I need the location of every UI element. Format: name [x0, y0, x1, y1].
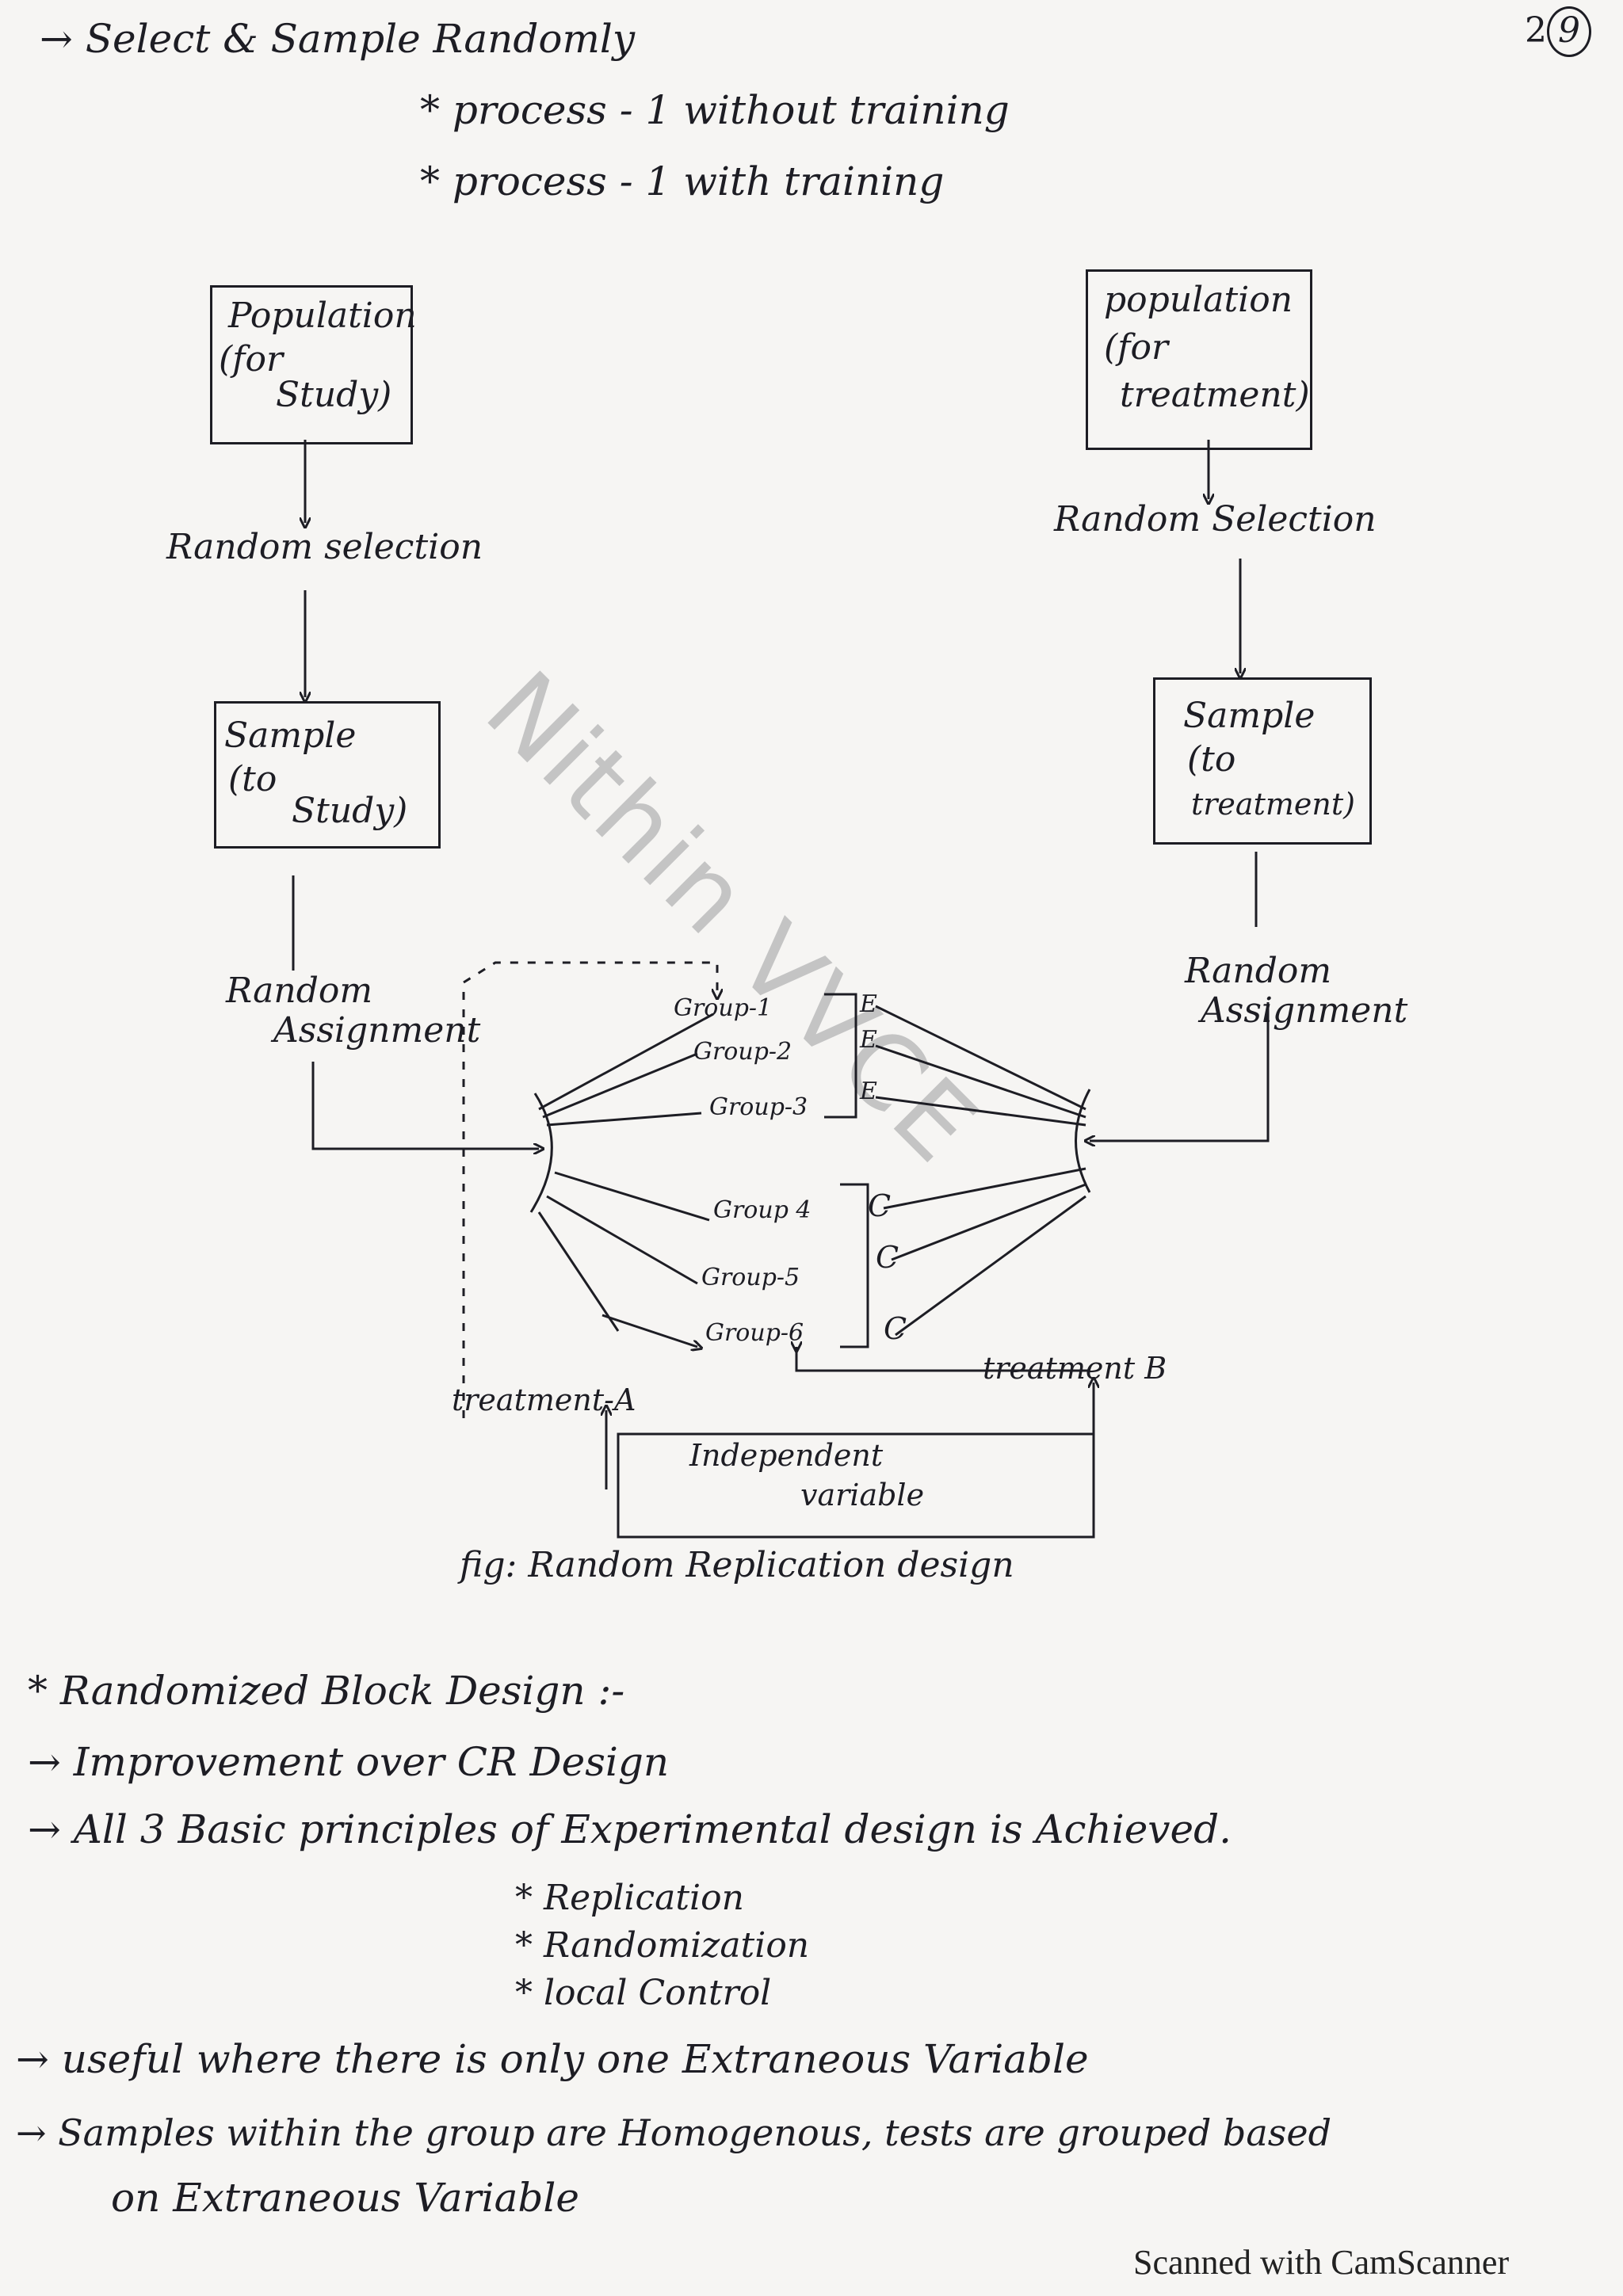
population-box-right: population (for treatment) — [1086, 269, 1312, 450]
random-assignment-left-line1: Random — [226, 971, 373, 1011]
random-assignment-right-line1: Random — [1185, 951, 1332, 991]
sample-right-line1: Sample — [1183, 696, 1316, 736]
population-left-line3: Study) — [276, 375, 392, 415]
notes-point-4a: → Samples within the group are Homogenou… — [16, 2111, 1332, 2154]
independent-variable-line1: Independent — [689, 1438, 884, 1473]
page-number-circle: 9 — [1547, 6, 1591, 57]
fan-right-c1 — [883, 1167, 1086, 1210]
sample-left-line2: (to — [228, 759, 277, 799]
fan-left-g5 — [546, 1195, 698, 1285]
treatment-b-connector — [796, 1347, 1090, 1372]
arrow-assignment-to-hub-right — [1090, 1002, 1270, 1141]
notes-heading: * Randomized Block Design :- — [28, 1668, 625, 1714]
group-tag-4: C — [868, 1188, 892, 1223]
fan-left-g1 — [538, 1013, 714, 1111]
random-selection-right: Random Selection — [1054, 499, 1377, 540]
random-selection-left: Random selection — [166, 527, 483, 567]
notes-point-3: → useful where there is only one Extrane… — [16, 2036, 1089, 2082]
notes-point-1: → Improvement over CR Design — [28, 1739, 670, 1785]
fan-right-c2 — [891, 1183, 1086, 1261]
sample-left-line3: Study) — [292, 791, 408, 831]
sample-left-line1: Sample — [224, 715, 357, 756]
group-2: Group-2 — [693, 1038, 792, 1066]
notes-point-2: → All 3 Basic principles of Experimental… — [28, 1806, 1232, 1852]
arrow-assignment-to-hub-left — [311, 1062, 539, 1149]
header-line-1: → Select & Sample Randomly — [40, 16, 636, 62]
scanner-footer: Scanned with CamScanner — [1133, 2243, 1510, 2282]
header-line-2: * process - 1 without training — [420, 87, 1010, 133]
independent-variable-line2: variable — [800, 1478, 925, 1512]
group-1: Group-1 — [674, 994, 773, 1022]
principle-2: * Randomization — [515, 1925, 810, 1966]
treatment-b-label: treatment B — [983, 1351, 1167, 1386]
group-4: Group 4 — [713, 1196, 812, 1224]
random-assignment-left-line2: Assignment — [273, 1010, 481, 1051]
group-tag-3: E — [860, 1077, 877, 1105]
fan-left-g2 — [542, 1052, 698, 1119]
figure-caption: fig: Random Replication design — [460, 1545, 1014, 1585]
population-left-line1: Population — [228, 296, 417, 336]
treatment-a-label: treatment-A — [452, 1383, 636, 1417]
fan-left-g4 — [554, 1171, 710, 1222]
population-right-line1: population — [1104, 280, 1293, 320]
fan-left-g6a — [537, 1211, 620, 1332]
group-6: Group-6 — [705, 1319, 804, 1347]
header-line-3: * process - 1 with training — [420, 158, 945, 204]
fan-left-g3 — [546, 1112, 702, 1127]
group-3: Group-3 — [709, 1093, 808, 1121]
page-number-prefix: 2 — [1525, 10, 1547, 51]
population-left-line2: (for — [219, 339, 283, 379]
fan-right-e3 — [875, 1096, 1086, 1127]
random-assignment-right-line2: Assignment — [1201, 990, 1408, 1031]
bracket-e — [824, 993, 857, 1119]
hub-right — [1075, 1089, 1091, 1193]
group-5: Group-5 — [701, 1264, 800, 1291]
fan-left-g6b — [601, 1314, 697, 1347]
bracket-c — [840, 1183, 869, 1348]
sample-right-line3: treatment) — [1191, 787, 1355, 822]
sample-box-left: Sample (to Study) — [214, 701, 441, 849]
fan-right-e2 — [875, 1044, 1086, 1119]
group-tag-1: E — [860, 990, 877, 1018]
dashed-feedback — [462, 961, 717, 1418]
population-right-line3: treatment) — [1120, 375, 1310, 415]
hub-left — [529, 1093, 553, 1213]
group-tag-6: C — [884, 1311, 907, 1346]
principle-1: * Replication — [515, 1878, 744, 1918]
population-box-left: Population (for Study) — [210, 285, 417, 444]
group-tag-5: C — [876, 1240, 899, 1275]
sample-box-right: Sample (to treatment) — [1153, 677, 1372, 845]
fan-right-e1 — [875, 1005, 1086, 1111]
fan-right-c3 — [895, 1195, 1086, 1337]
notes-point-4b: on Extraneous Variable — [111, 2175, 579, 2221]
group-tag-2: E — [860, 1026, 877, 1054]
population-right-line2: (for — [1104, 327, 1168, 368]
principle-3: * local Control — [515, 1973, 772, 2013]
sample-right-line2: (to — [1187, 739, 1236, 780]
